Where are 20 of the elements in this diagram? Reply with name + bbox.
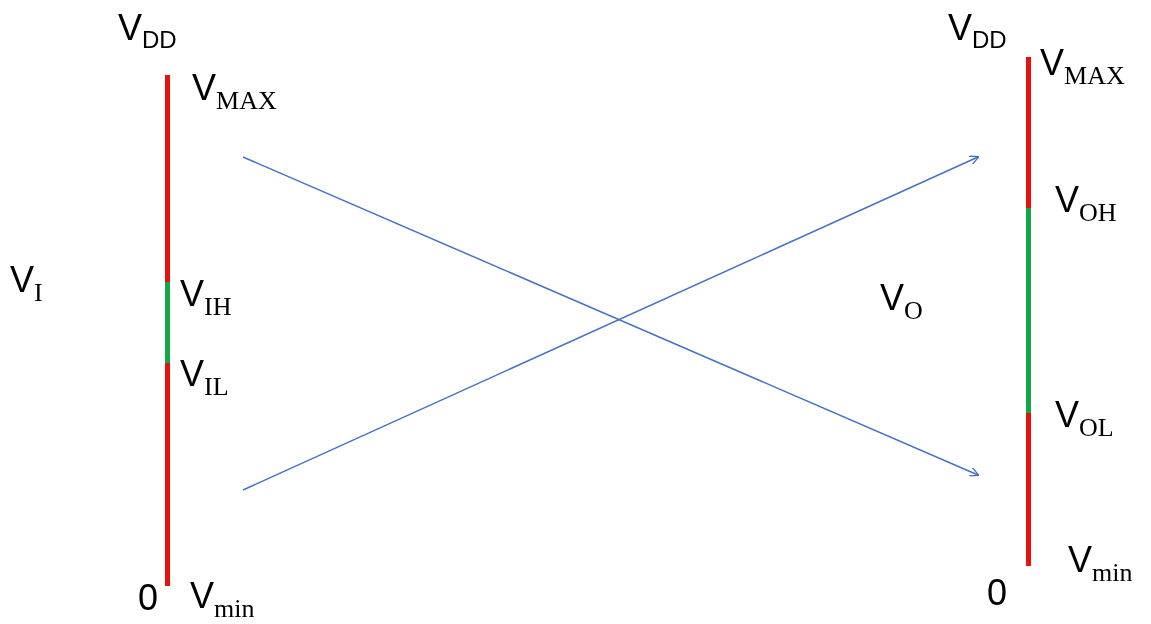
scale-bar-segment xyxy=(1026,413,1031,566)
voltage-label: 0 xyxy=(987,575,1008,611)
voltage-label: V$_{min}$ xyxy=(190,578,255,623)
voltage-label: V$_{DD}$ xyxy=(948,10,1007,53)
scale-bar-segment xyxy=(165,75,170,282)
scale-bar-segment xyxy=(1026,208,1031,413)
voltage-label: V$_{IL}$ xyxy=(180,356,229,401)
voltage-label: V$_{I}$ xyxy=(10,262,43,307)
voltage-label: V$_{MAX}$ xyxy=(1040,45,1125,90)
voltage-label: 0 xyxy=(138,580,159,616)
scale-bar-segment xyxy=(165,282,170,363)
voltage-label: V$_{min}$ xyxy=(1068,542,1133,587)
voltage-label: V$_{OL}$ xyxy=(1055,397,1114,442)
voltage-label: V$_{DD}$ xyxy=(118,10,177,53)
voltage-label: V$_{O}$ xyxy=(880,280,923,325)
voltage-label: V$_{OH}$ xyxy=(1055,182,1117,227)
voltage-label: V$_{MAX}$ xyxy=(192,70,277,115)
voltage-label: V$_{IH}$ xyxy=(180,276,232,321)
scale-bar-segment xyxy=(1026,57,1031,208)
scale-bar-segment xyxy=(165,363,170,586)
